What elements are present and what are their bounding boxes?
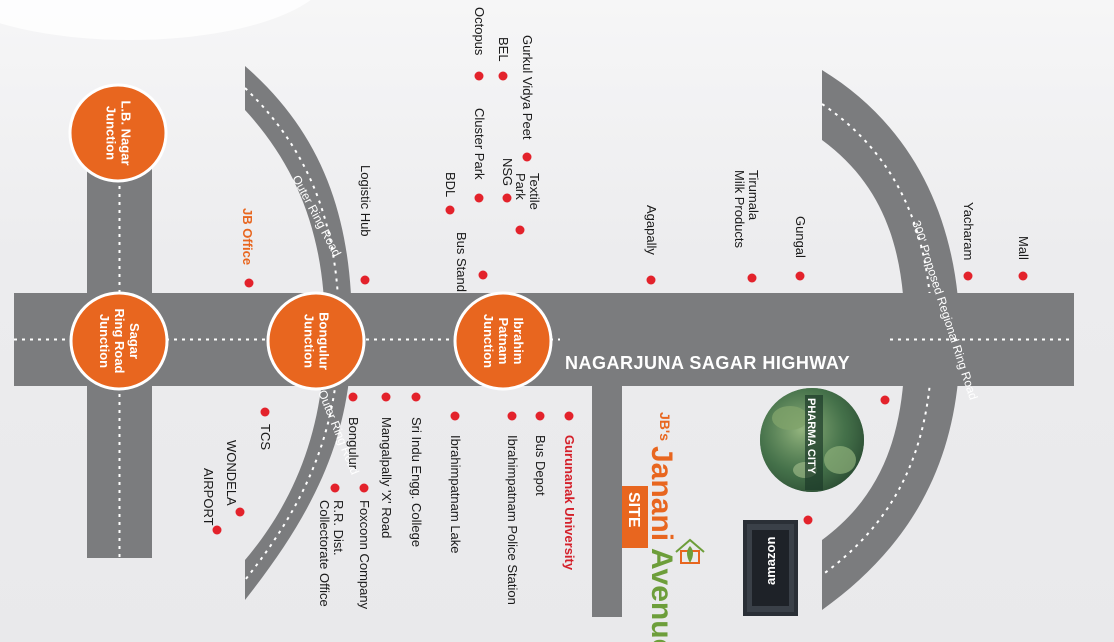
bus-stand-label: Bus Stand [454,232,469,292]
bel-label: BEL [496,37,511,62]
junction-ibrahim-patnam [453,291,553,391]
pharma-city-label: PHARMA CITY [805,398,817,475]
textile-park-marker-dot [515,225,525,235]
bus-depot-label: Bus Depot [533,435,548,496]
outer-ring-road [244,66,352,600]
nsg-label: NSG [500,158,515,186]
tcs-marker-dot [260,407,270,417]
yacharam-label: Yacharam [961,202,976,260]
gurunanak-label: Gurunanak University [562,435,577,571]
junction-sagar-ring [69,291,169,391]
site-tag: SITE [625,492,642,528]
bdl-label: BDL [443,172,458,197]
agapally-label: Agapally [644,205,659,255]
cluster-park-marker-dot [474,193,484,203]
ibr-police-label: Ibrahimpatnam Police Station [505,435,520,605]
octopus-label: Octopus [472,7,487,56]
ibr-lake-marker-dot [450,411,460,421]
wondela-label: WONDELA [224,440,239,506]
foxconn-label: Foxconn Company [357,500,372,610]
agapally-marker-dot [646,275,656,285]
bongulur-label: Bongulur [346,417,361,470]
junction-sagar-ring-label-line-3: Junction [97,314,112,368]
octopus-marker-dot [474,71,484,81]
ibr-police-marker-dot [507,411,517,421]
junction-lb-nagar [68,83,168,183]
bdl-marker-dot [445,205,455,215]
rr-dist-label-part-1: R.R. Dist. [331,500,346,556]
tirumala-label-part-2: Milk Products [732,170,747,249]
textile-park-label-part-2: Park [513,173,528,200]
junction-sagar-ring-label-line-2: Ring Road [112,309,127,374]
gurunanak-marker-dot [564,411,574,421]
site-branding: JB's Janani Avenue SITE [622,412,705,642]
mall-label: Mall [1016,236,1031,260]
junction-lb-nagar-label-line-2: Junction [104,106,119,160]
foxconn-marker-dot [359,483,369,493]
nsg-marker-dot [502,193,512,203]
site-tag-bg [622,486,648,548]
house-leaf-icon [675,538,705,564]
junction-lb-nagar-label-line-1: L.B. Nagar [119,100,134,165]
wondela-marker-dot [235,507,245,517]
bus-stand-marker-dot [478,270,488,280]
site-name-2: Avenue [645,548,678,642]
tcs-label: TCS [258,424,273,450]
marker-dot-2 [803,515,813,525]
logistic-hub-label: Logistic Hub [358,165,373,237]
site-prefix: JB's [657,412,673,441]
site-name-1: Janani [645,446,678,541]
marker-dot-1 [880,395,890,405]
jb-office-marker-dot [244,278,254,288]
rr-dist-marker-dot [330,483,340,493]
gurkul-label: Gurkul Vidya Peet [520,35,535,140]
junction-ibrahim-patnam-label-line-3: Junction [481,314,496,368]
mangalpally-marker-dot [381,392,391,402]
amazon-label: amazon [763,537,778,585]
airport-marker-dot [212,525,222,535]
ibrahimpatnam-side-road [592,385,622,617]
airport-label: AIRPORT [201,468,216,526]
cluster-park-label: Cluster Park [472,108,487,180]
ibr-lake-label: Ibrahimpatnam Lake [448,435,463,554]
logistic-hub-marker-dot [360,275,370,285]
junction-bongulur [266,291,366,391]
tirumala-marker-dot [747,273,757,283]
bongulur-marker-dot [348,392,358,402]
junction-ibrahim-patnam-label-line-1: Ibrahim [511,318,526,365]
junction-bongulur-label-line-2: Junction [302,314,317,368]
amazon-image: amazon [743,520,798,616]
gurkul-marker-dot [522,152,532,162]
bus-depot-marker-dot [535,411,545,421]
rr-dist-label-part-2: Collectorate Office [317,500,332,607]
jb-office-label: JB Office [240,208,255,265]
gungal-label: Gungal [793,216,808,258]
mangalpally-label: Mangalpally 'X' Road [379,417,394,538]
junction-sagar-ring-label-line-1: Sagar [127,323,142,359]
sri-indu-label: Sri Indu Engg. College [409,417,424,547]
textile-park-label-part-1: Textile [527,173,542,210]
junction-ibrahim-patnam-label-line-2: Patnam [496,318,511,365]
highway-name: NAGARJUNA SAGAR HIGHWAY [565,353,850,373]
tirumala-label-part-1: Tirumala [746,170,761,221]
mall-marker-dot [1018,271,1028,281]
yacharam-marker-dot [963,271,973,281]
bel-marker-dot [498,71,508,81]
gungal-marker-dot [795,271,805,281]
sri-indu-marker-dot [411,392,421,402]
junction-bongulur-label-line-1: Bongulur [317,312,332,370]
pharma-city-image: PHARMA CITY [760,388,864,492]
